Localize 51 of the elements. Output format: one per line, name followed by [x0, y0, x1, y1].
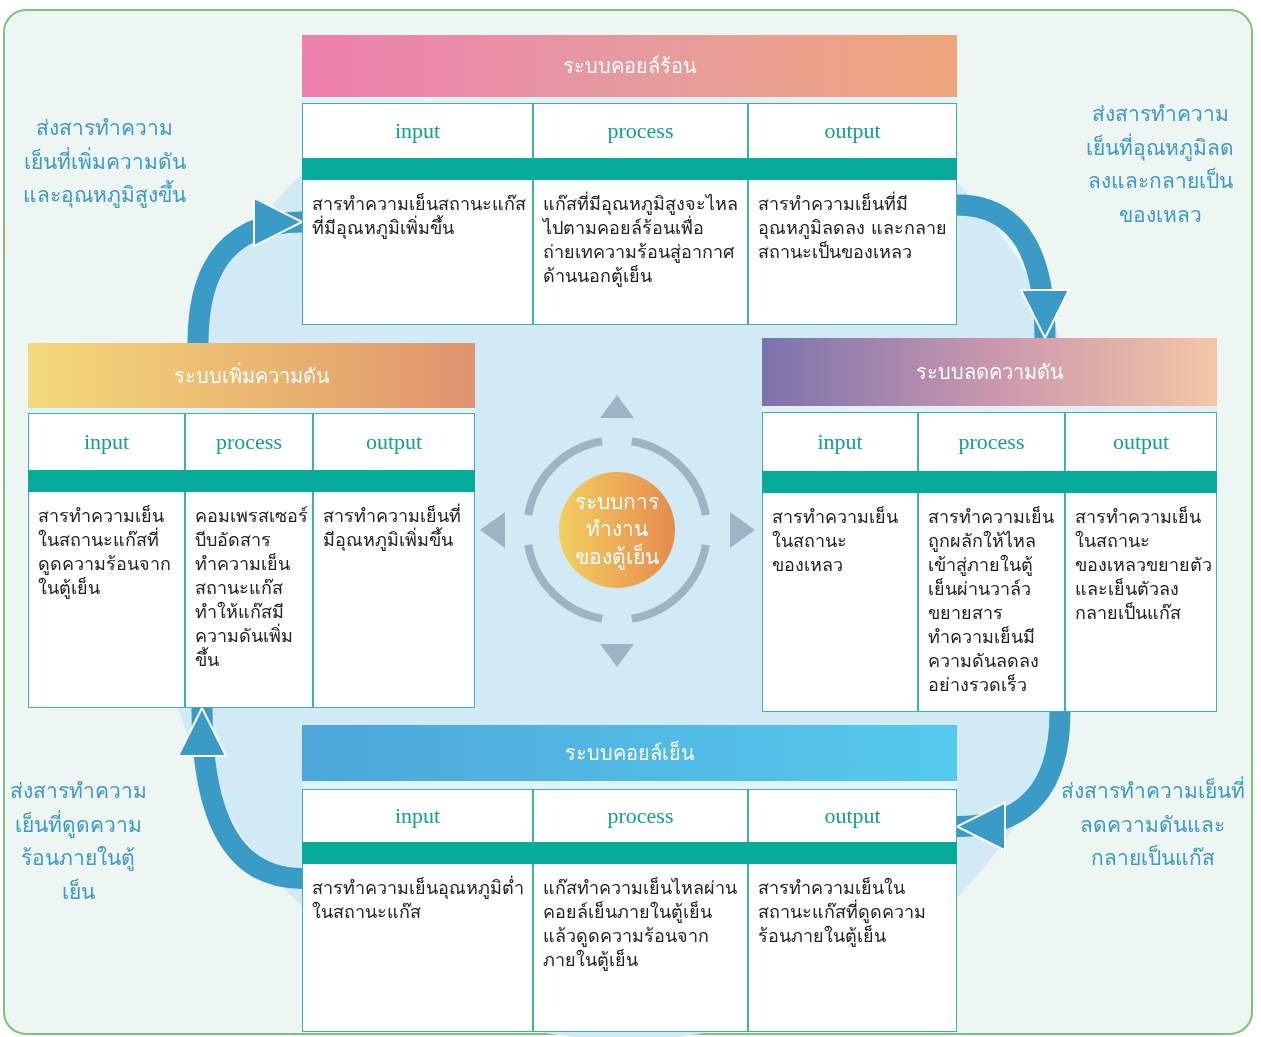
column-heading: process	[957, 428, 1026, 456]
table-column	[533, 103, 748, 325]
table-column	[533, 789, 748, 1032]
card-header: ระบบเพิ่มความดัน	[28, 343, 475, 408]
edge-label: ส่งสารทำความเย็นที่เพิ่มความดันและอุณหภูมิสูงขึ้น	[22, 115, 187, 210]
system-card	[302, 35, 957, 325]
cell-text: สารทำความเย็นในสถานะของเหลวขยายตัวและเย็นตัวลงกลายเป็นแก๊ส	[1075, 505, 1212, 625]
cell-text: สารทำความเย็นสถานะแก๊สที่มีอุณหภูมิเพิ่มขึ้น	[312, 192, 527, 240]
table-column	[185, 413, 313, 708]
cell-text: สารทำความเย็นอุณหภูมิต่ำในสถานะแก๊ส	[312, 876, 525, 924]
column-heading: process	[606, 117, 675, 145]
curved-arrow	[956, 711, 1071, 850]
card-header: ระบบคอยล์ร้อน	[302, 35, 957, 97]
edge-label: ส่งสารทำความเย็นที่อุณหภูมิลดลงและกลายเป็นของเหลว	[1085, 101, 1235, 229]
column-heading: process	[606, 802, 675, 830]
system-card	[762, 338, 1217, 712]
cell-text: สารทำความเย็นในสถานะแก๊สที่ดูดความร้อนภายในตู้เย็น	[758, 876, 927, 948]
table-column	[313, 413, 475, 708]
table-column	[748, 789, 957, 1032]
cell-text: สารทำความเย็นถูกผลักให้ไหลเข้าสู่ภายในตู้เย็นผ่านวาล์วขยายสารทำความเย็นมีความดันลดลงอย่างรวดเร็ว	[928, 505, 1055, 697]
system-card	[302, 725, 957, 1032]
column-heading: output	[1111, 428, 1171, 456]
cell-text: สารทำความเย็นในสถานะแก๊สที่ดูดความร้อนจากในตู้เย็น	[38, 504, 172, 600]
system-card	[28, 343, 475, 708]
table-column	[28, 413, 185, 708]
table-column	[918, 412, 1065, 712]
card-header: ระบบลดความดัน	[762, 338, 1217, 406]
column-heading: output	[364, 428, 424, 456]
column-heading: input	[393, 802, 442, 830]
cell-text: สารทำความเย็นที่มีอุณหภูมิเพิ่มขึ้น	[323, 504, 462, 552]
table-column	[748, 103, 957, 325]
column-heading: input	[393, 117, 442, 145]
curved-arrow	[956, 194, 1069, 339]
table-column	[302, 103, 533, 325]
table-column	[1065, 412, 1217, 712]
column-heading: output	[823, 117, 882, 145]
column-heading: input	[82, 428, 131, 456]
edge-label: ส่งสารทำความเย็นที่ลดความดันและกลายเป็นแก๊ส	[1060, 775, 1245, 876]
cell-text: สารทำความเย็นในสถานะของเหลว	[772, 505, 899, 577]
edge-label: ส่งสารทำความเย็นที่ดูดความร้อนภายในตู้เย็น	[8, 778, 148, 906]
column-heading: input	[816, 428, 864, 456]
column-heading: process	[215, 428, 283, 456]
table-column	[762, 412, 918, 712]
card-header: ระบบคอยล์เย็น	[302, 725, 957, 781]
table-column	[302, 789, 533, 1032]
curved-arrow	[187, 199, 303, 344]
column-heading: output	[823, 802, 882, 830]
cell-text: แก๊สทำความเย็นไหลผ่านคอยล์เย็นภายในตู้เย็น แล้วดูดความร้อนจากภายในตู้เย็น	[543, 876, 738, 972]
cell-text: แก๊สที่มีอุณหภูมิสูงจะไหลไปตามคอยล์ร้อนเพื่อถ่ายเทความร้อนสู่อากาศด้านนอกตู้เย็น	[543, 192, 739, 288]
cell-text: สารทำความเย็นที่มีอุณหภูมิลดลง และกลายสถานะเป็นของเหลว	[758, 192, 948, 264]
cell-text: คอมเพรสเซอร์บีบอัดสารทำความเย็นสถานะแก๊สทำให้แก๊สมีความดันเพิ่มขึ้น	[195, 504, 308, 672]
